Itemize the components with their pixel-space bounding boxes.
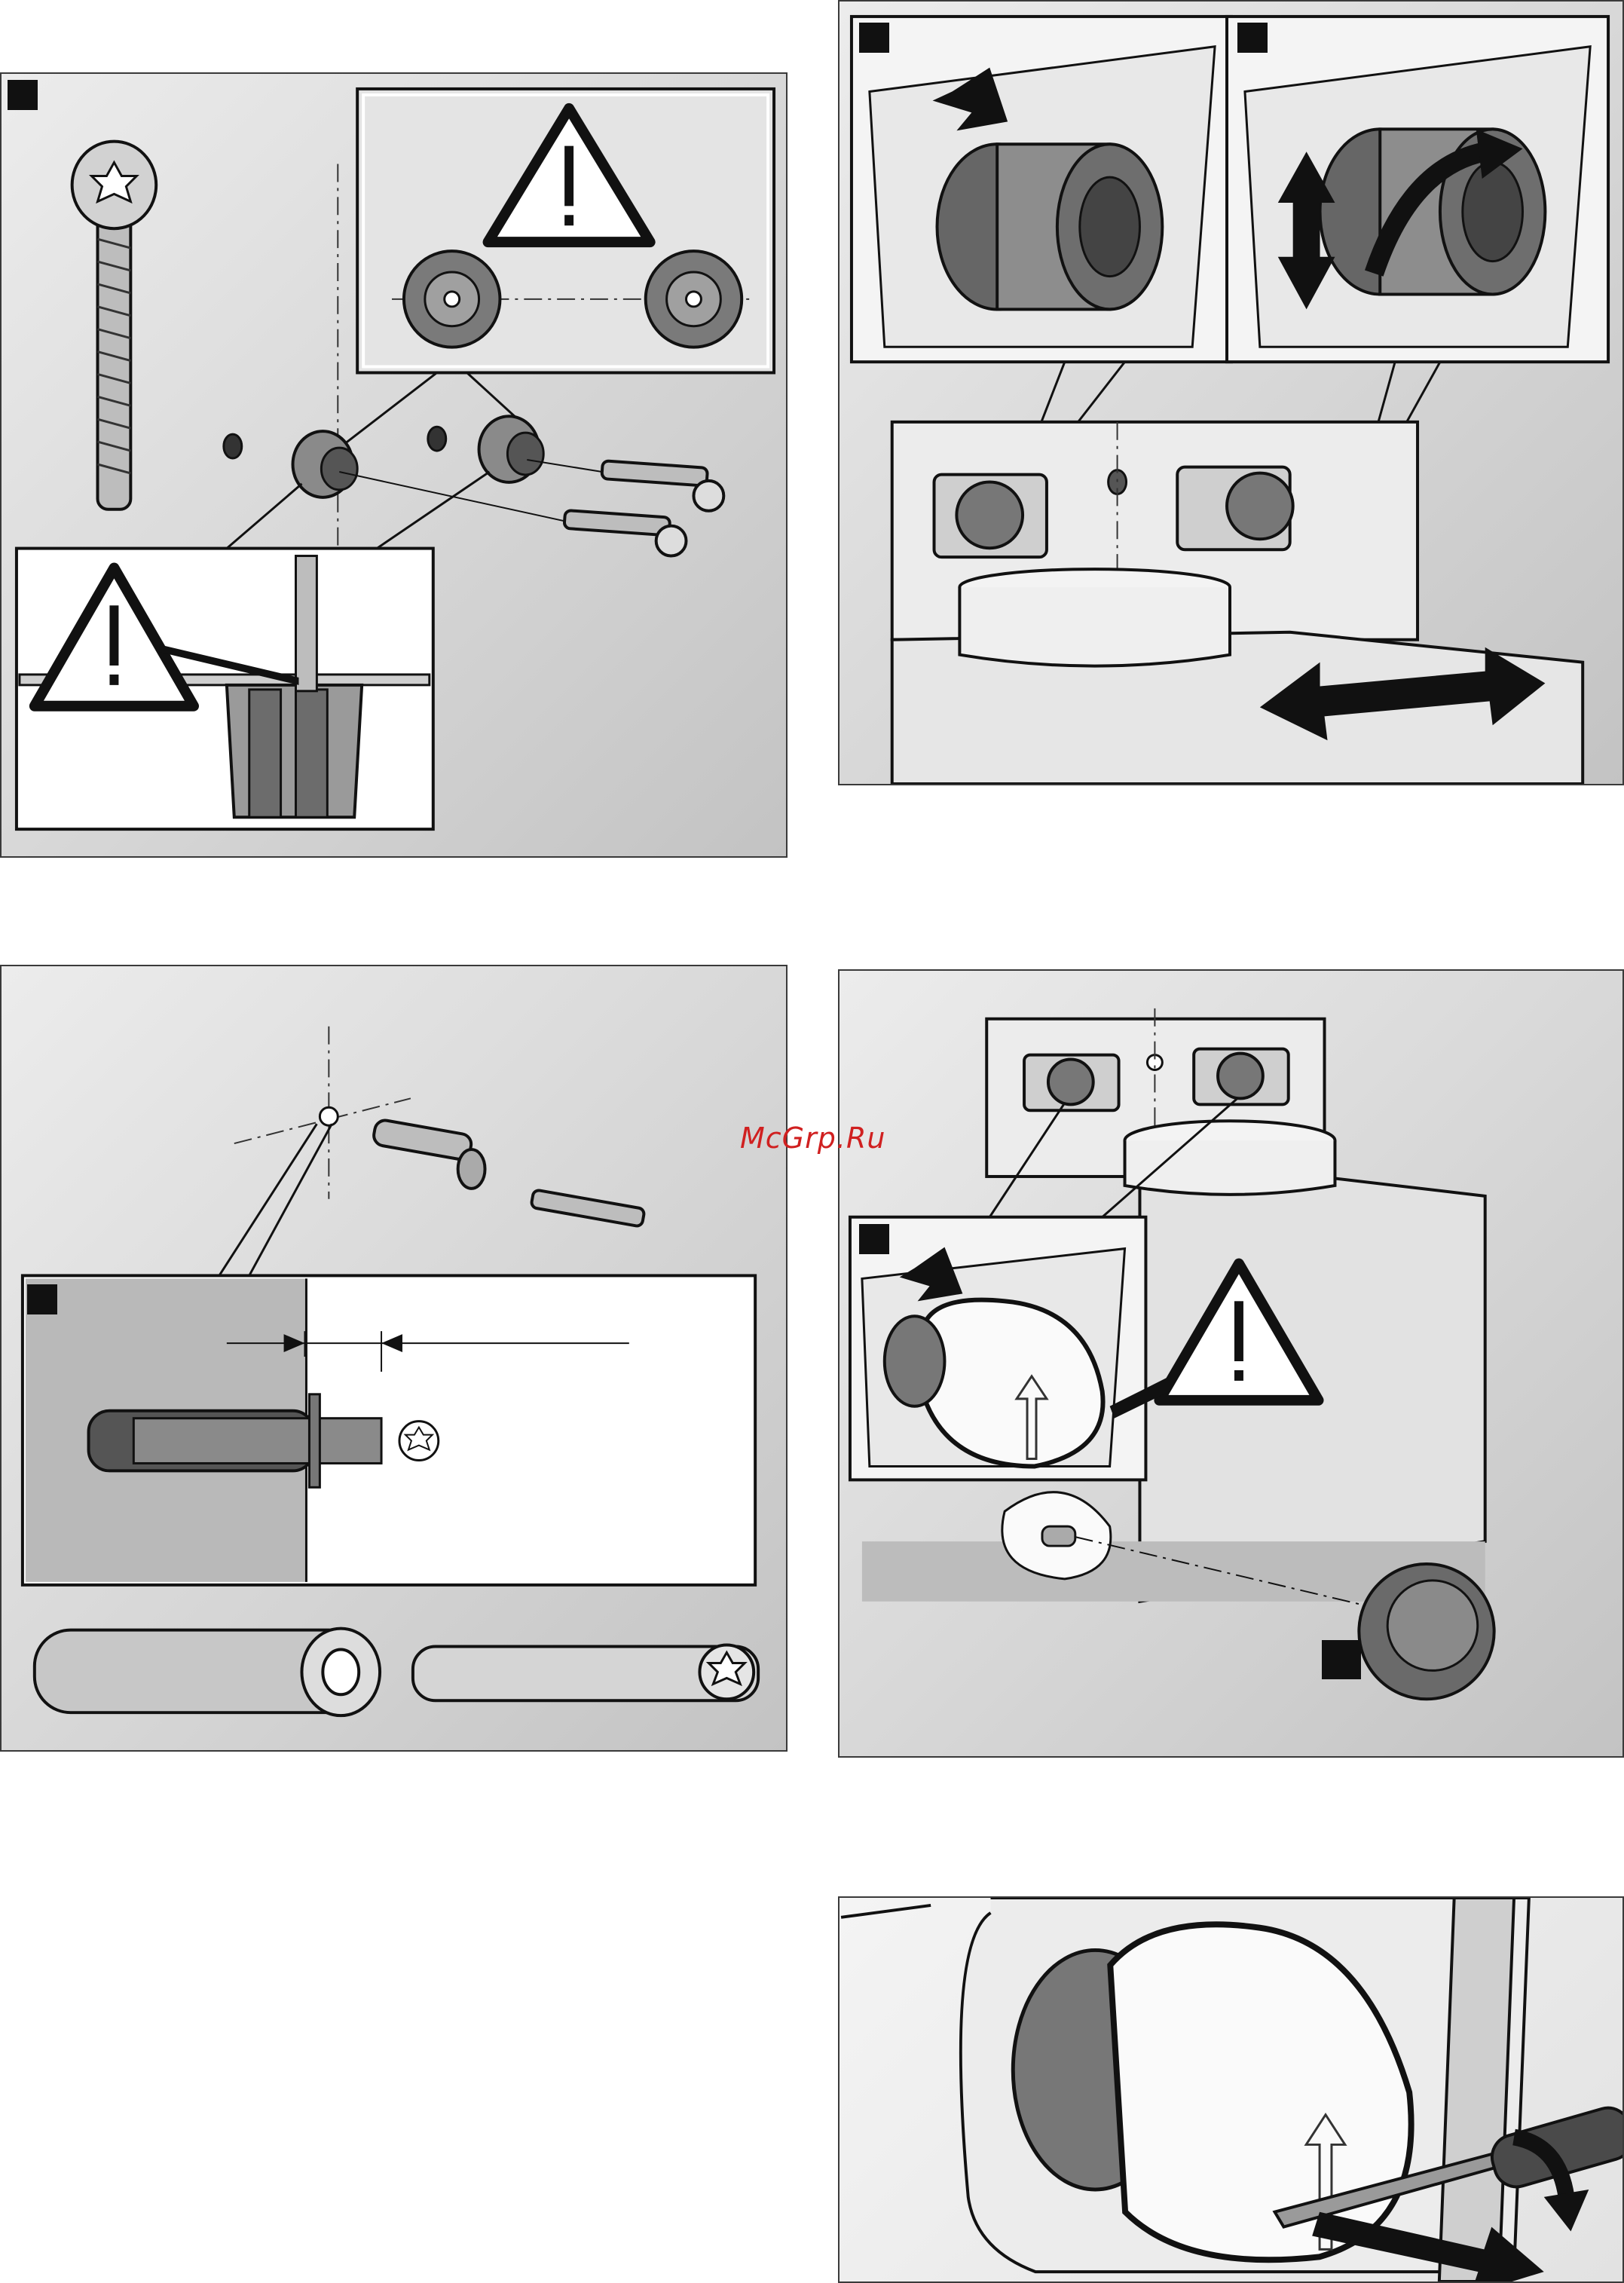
step-badge-icon bbox=[27, 1284, 57, 1314]
panel-wall-dowel-illustration bbox=[2, 966, 786, 1750]
dowel-icon bbox=[372, 1119, 485, 1189]
panel-press-rotate bbox=[838, 0, 1624, 785]
anchor-top-view-icon bbox=[646, 251, 742, 347]
panel-wall-dowel bbox=[0, 965, 788, 1752]
long-screw-icon bbox=[413, 1645, 758, 1701]
panel-screw-anchor bbox=[0, 72, 788, 858]
step-badge-icon bbox=[859, 23, 889, 53]
step-badge-icon bbox=[859, 1224, 889, 1254]
dowel-icon bbox=[35, 1629, 380, 1716]
torx-icon bbox=[399, 1422, 439, 1461]
panel-screw-anchor-illustration bbox=[2, 74, 786, 856]
panel-press-rotate-illustration bbox=[840, 2, 1622, 784]
long-screw-icon bbox=[72, 142, 157, 510]
short-screw-icon bbox=[339, 472, 686, 556]
anchor-top-view-icon bbox=[404, 251, 500, 347]
step-badge-icon bbox=[1322, 1640, 1361, 1679]
panel-pry-cap-illustration bbox=[840, 1898, 1622, 2281]
panel-cover-cap bbox=[838, 969, 1624, 1758]
knob-icon bbox=[937, 144, 1163, 309]
panel-cover-cap-illustration bbox=[840, 971, 1622, 1756]
panel-pry-cap bbox=[838, 1896, 1624, 2283]
screw-icon bbox=[531, 1189, 644, 1226]
short-screw-icon bbox=[527, 460, 723, 511]
step-badge-icon bbox=[8, 80, 38, 110]
watermark-text: McGrp.Ru bbox=[740, 1122, 885, 1155]
step-badge-icon bbox=[1237, 23, 1268, 53]
knob-icon bbox=[1359, 1564, 1494, 1699]
